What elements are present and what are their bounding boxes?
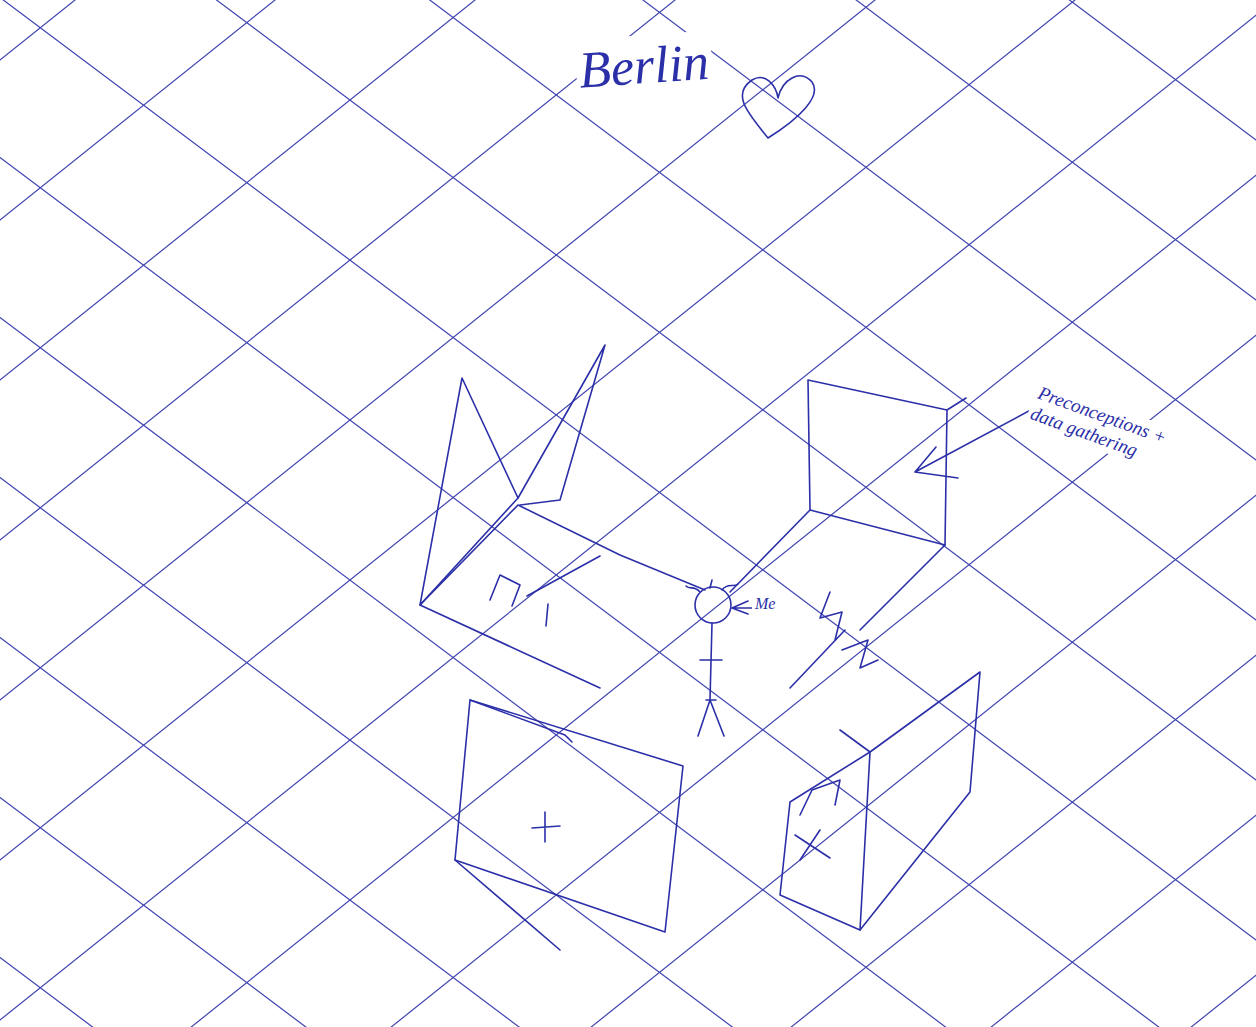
- self-label: Me: [752, 594, 778, 614]
- callout-note: Preconceptions + data gathering: [1024, 380, 1205, 483]
- wall-top-left: [420, 345, 705, 688]
- heart-doodle: [742, 76, 814, 138]
- wall-bottom-right: [780, 672, 980, 930]
- leader-arrows: [732, 405, 1040, 614]
- map-title-label: Berlin: [574, 31, 714, 102]
- wall-bottom-left: [455, 700, 683, 950]
- wall-top-right: [730, 380, 966, 688]
- stick-figure: [686, 580, 738, 736]
